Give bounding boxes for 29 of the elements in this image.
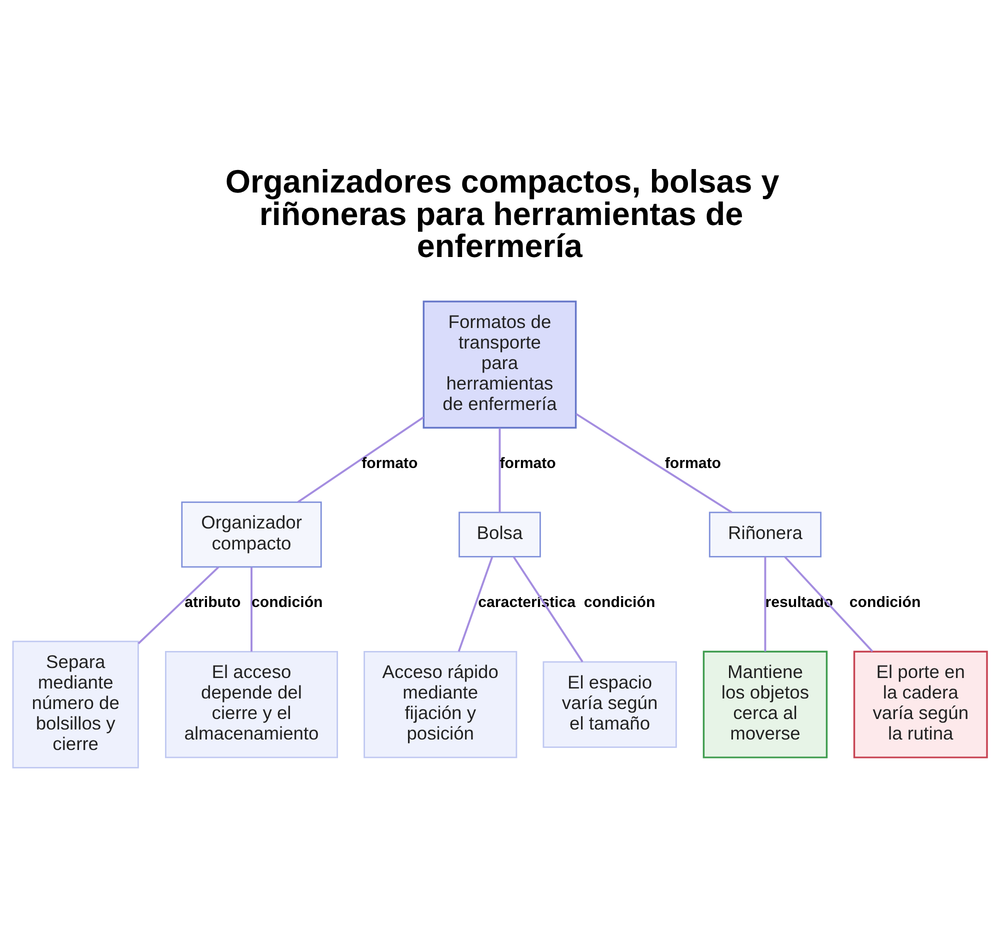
connector xyxy=(764,556,766,652)
edge-label: formato xyxy=(664,454,722,472)
edge-label: condición xyxy=(252,594,323,612)
edge-label: formato xyxy=(500,454,556,472)
node-box: Riñonera xyxy=(708,512,822,558)
node-box: El acceso depende del cierre y el almacenamiento xyxy=(165,650,338,758)
connector xyxy=(138,566,220,644)
diagram-title: Organizadores compactos, bolsas y riñoneras para herramientas de enfermería xyxy=(225,163,780,264)
node-box: Mantiene los objetos cerca al moverse xyxy=(702,650,828,758)
connector xyxy=(297,416,424,503)
node-box: Organizador compacto xyxy=(181,502,322,568)
node-box: Formatos de transporte para herramientas de enfermería xyxy=(422,300,577,429)
connector xyxy=(576,413,732,514)
node-box: El espacio varía según el tamaño xyxy=(542,661,677,748)
node-box: Acceso rápido mediante fijación y posición xyxy=(364,650,518,758)
node-box: Bolsa xyxy=(458,512,541,558)
connector xyxy=(512,556,584,662)
edge-label: resultado xyxy=(765,594,834,612)
node-box: El porte en la cadera varía según la rutina xyxy=(853,650,988,758)
connector xyxy=(784,556,874,652)
edge-label: atributo xyxy=(184,594,241,612)
edge-label: condición xyxy=(849,594,921,612)
edge-label: formato xyxy=(362,454,418,472)
connector xyxy=(250,567,252,652)
connector xyxy=(458,556,494,652)
edge-label: condición xyxy=(584,594,656,612)
edge-label: característica xyxy=(478,594,576,612)
connector xyxy=(498,428,501,512)
node-box: Separa mediante número de bolsillos y cierre xyxy=(12,640,139,768)
